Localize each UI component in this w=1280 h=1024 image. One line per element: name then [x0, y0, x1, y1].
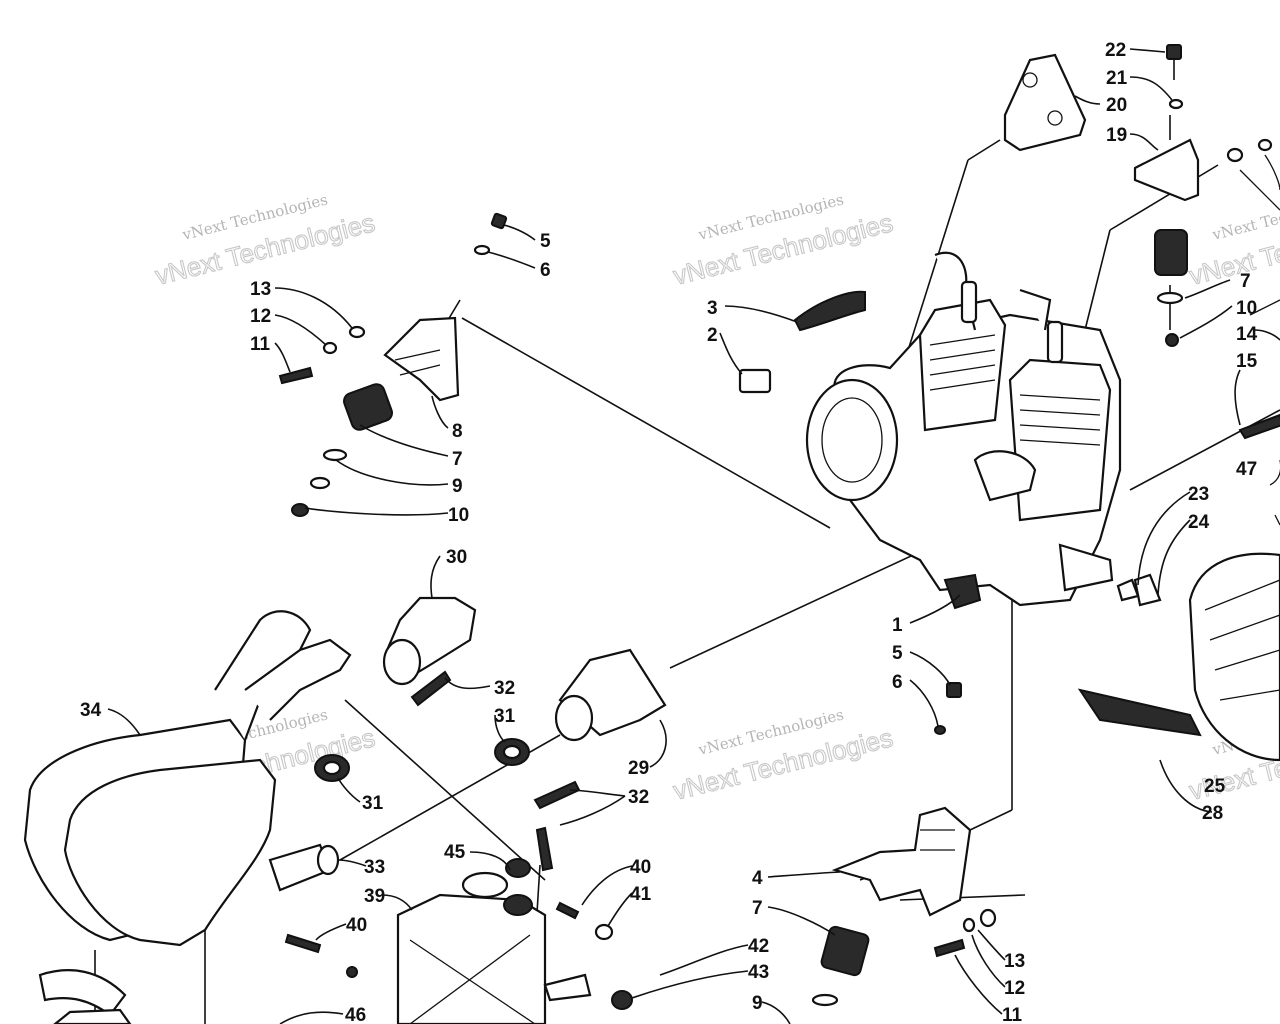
cylinder-front: [1008, 358, 1112, 522]
drive-clutch: [1077, 552, 1280, 762]
bolt-5-left: [490, 212, 508, 230]
callout-12: 12: [250, 306, 271, 327]
callout-15: 15: [1236, 351, 1258, 372]
callout-41: 41: [630, 884, 652, 905]
bolt-11-left: [278, 366, 314, 385]
callout-21: 21: [1106, 68, 1128, 89]
callout-7: 7: [752, 898, 763, 919]
intake-port: [973, 450, 1037, 502]
cap-45: [503, 894, 533, 916]
rubber-mount-right: [1154, 229, 1188, 276]
callout-4: 4: [752, 868, 763, 889]
rubber-mount-bottom: [820, 925, 870, 977]
engine-assembly: [805, 251, 1122, 610]
callout-8: 8: [452, 421, 463, 442]
callout-23: 23: [1188, 484, 1209, 505]
callout-30: 30: [446, 547, 467, 568]
oil-tank-39: [396, 858, 592, 1024]
mount-bracket-8: [383, 316, 460, 402]
pto-shaft: [1058, 543, 1114, 592]
callout-20: 20: [1106, 95, 1127, 116]
washer-41: [594, 923, 614, 941]
callout-5: 5: [892, 643, 903, 664]
callout-3: 3: [707, 298, 718, 319]
callout-31: 31: [362, 793, 384, 814]
callout-31: 31: [494, 706, 516, 727]
gasket-3: [793, 290, 866, 332]
callout-45: 45: [444, 842, 466, 863]
callout-1: 1: [892, 615, 903, 636]
callout-10: 10: [448, 505, 469, 526]
callout-43: 43: [748, 962, 769, 983]
plate-2: [738, 368, 772, 394]
spring-32-lower: [533, 780, 581, 810]
recoil-housing: [805, 378, 899, 502]
callout-11: 11: [250, 334, 271, 355]
bolt-5-bottom: [946, 682, 962, 698]
callout-13: 13: [250, 279, 271, 300]
callout-12: 12: [1004, 978, 1025, 999]
callout-6: 6: [892, 672, 903, 693]
bolt-11-bottom: [933, 938, 966, 958]
callout-13: 13: [1004, 951, 1025, 972]
callout-28: 28: [1202, 803, 1223, 824]
drive-belt-28: [1077, 688, 1202, 737]
bolt-40-left: [284, 933, 322, 954]
bolt-22: [1166, 44, 1182, 60]
callout-9: 9: [452, 476, 463, 497]
callout-47: 47: [1236, 459, 1257, 480]
callout-40: 40: [346, 915, 367, 936]
callout-19: 19: [1106, 125, 1127, 146]
callout-46: 46: [345, 1005, 366, 1024]
bolt-40-right: [555, 901, 580, 920]
spring-32-upper: [410, 670, 452, 707]
engine-bracket-4: [831, 806, 972, 917]
part-fragment-bottom-left: [38, 969, 127, 1017]
callout-9: 9: [752, 993, 763, 1014]
callout-29: 29: [628, 758, 649, 779]
callout-40: 40: [630, 857, 651, 878]
washer-21: [1168, 98, 1184, 110]
callout-6: 6: [540, 260, 551, 281]
callout-32: 32: [628, 787, 649, 808]
rubber-mount-left: [343, 383, 393, 431]
cylinder-rear: [918, 298, 1007, 432]
callout-39: 39: [364, 886, 385, 907]
bushing-43: [611, 990, 633, 1010]
callout-leaders: [107, 48, 1280, 1024]
mount-plate-20: [1003, 53, 1087, 152]
muffler-34: [23, 610, 352, 947]
callout-42: 42: [748, 936, 769, 957]
callout-34: 34: [80, 700, 102, 721]
callout-7: 7: [1240, 271, 1251, 292]
bolt-15: [1238, 413, 1280, 440]
callout-2: 2: [707, 325, 718, 346]
callout-10: 10: [1236, 298, 1257, 319]
callout-labels: 22 21 20 19 5 6 13 12 11 8 7 9 10 3 2 7 …: [80, 40, 1258, 1024]
callout-25: 25: [1204, 776, 1226, 797]
watermark-text: vNext Technologies: [1210, 190, 1280, 244]
callout-11: 11: [1002, 1005, 1023, 1024]
callout-33: 33: [364, 857, 385, 878]
callout-5: 5: [540, 231, 551, 252]
callout-7: 7: [452, 449, 463, 470]
callout-14: 14: [1236, 324, 1258, 345]
callout-24: 24: [1188, 512, 1210, 533]
callout-22: 22: [1105, 40, 1126, 61]
callout-32: 32: [494, 678, 515, 699]
bracket-19: [1133, 138, 1200, 202]
